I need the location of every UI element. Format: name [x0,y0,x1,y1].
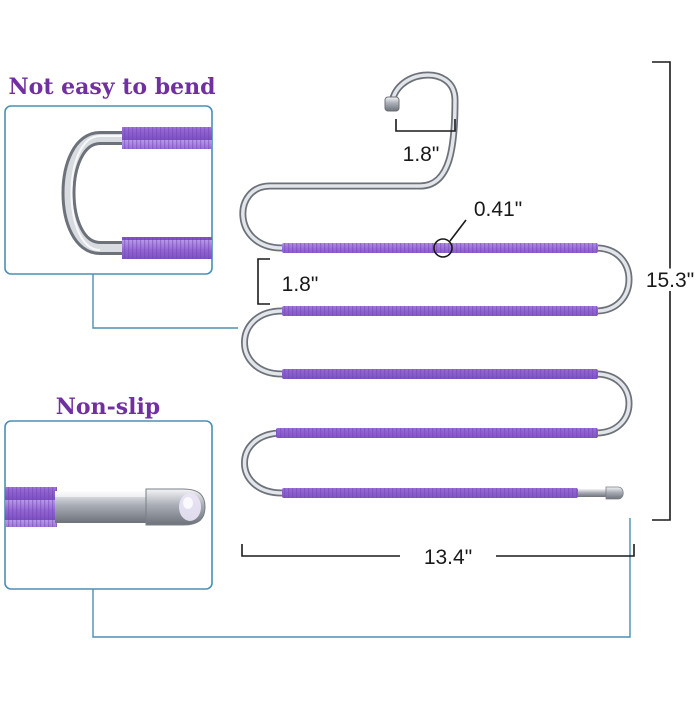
width-label: 13.4" [424,546,472,569]
hanger-metal-frame [239,71,633,500]
hook-width-label: 1.8" [403,143,440,166]
rod-1 [282,243,598,253]
rod-5 [282,488,578,498]
width-bracket-right [496,544,635,557]
bend-connector-line [92,274,238,329]
slip-detail-callout [4,420,213,590]
bend-heading: Not easy to bend [9,74,216,100]
rod-spacing-bracket [257,258,270,305]
rod-diameter-label: 0.41" [474,198,522,221]
slip-connector-line [92,518,631,638]
width-bracket-left [241,544,400,557]
bend-detail-callout [4,105,213,275]
slip-heading: Non-slip [56,394,160,420]
rod-4 [276,428,598,438]
rod-spacing-label: 1.8" [282,273,319,296]
diameter-marker [433,238,453,258]
rod-3 [282,369,598,379]
diameter-leader [449,219,467,242]
bend-detail-image [61,127,212,259]
dimension-lines [241,61,671,557]
hook-width-bracket [395,119,456,132]
hanger-purple-rods [276,243,598,498]
slip-detail-image [5,487,206,527]
rod-2 [282,306,598,316]
height-bracket [652,61,671,521]
height-label: 15.3" [646,269,694,292]
